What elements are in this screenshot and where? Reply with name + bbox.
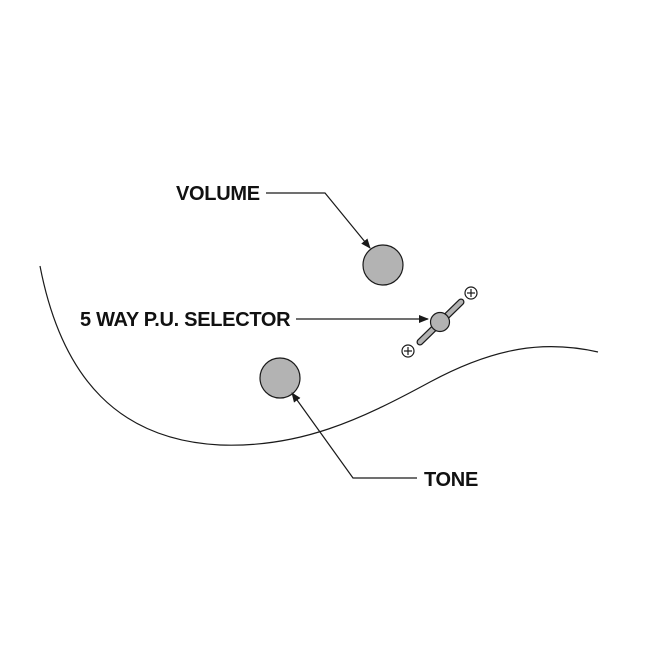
- volume-label: VOLUME: [176, 183, 260, 205]
- screw-icon-top: [464, 286, 478, 300]
- tone-leader-line: [291, 392, 417, 479]
- selector-switch-icon[interactable]: [416, 298, 465, 346]
- screw-icon-bottom: [401, 344, 415, 358]
- tone-knob-icon[interactable]: [259, 357, 301, 399]
- tone-label: TONE: [424, 469, 478, 491]
- selector-label: 5 WAY P.U. SELECTOR: [80, 309, 291, 331]
- volume-knob-icon[interactable]: [362, 244, 404, 286]
- body-outline: [39, 265, 599, 446]
- volume-leader-line: [266, 192, 371, 249]
